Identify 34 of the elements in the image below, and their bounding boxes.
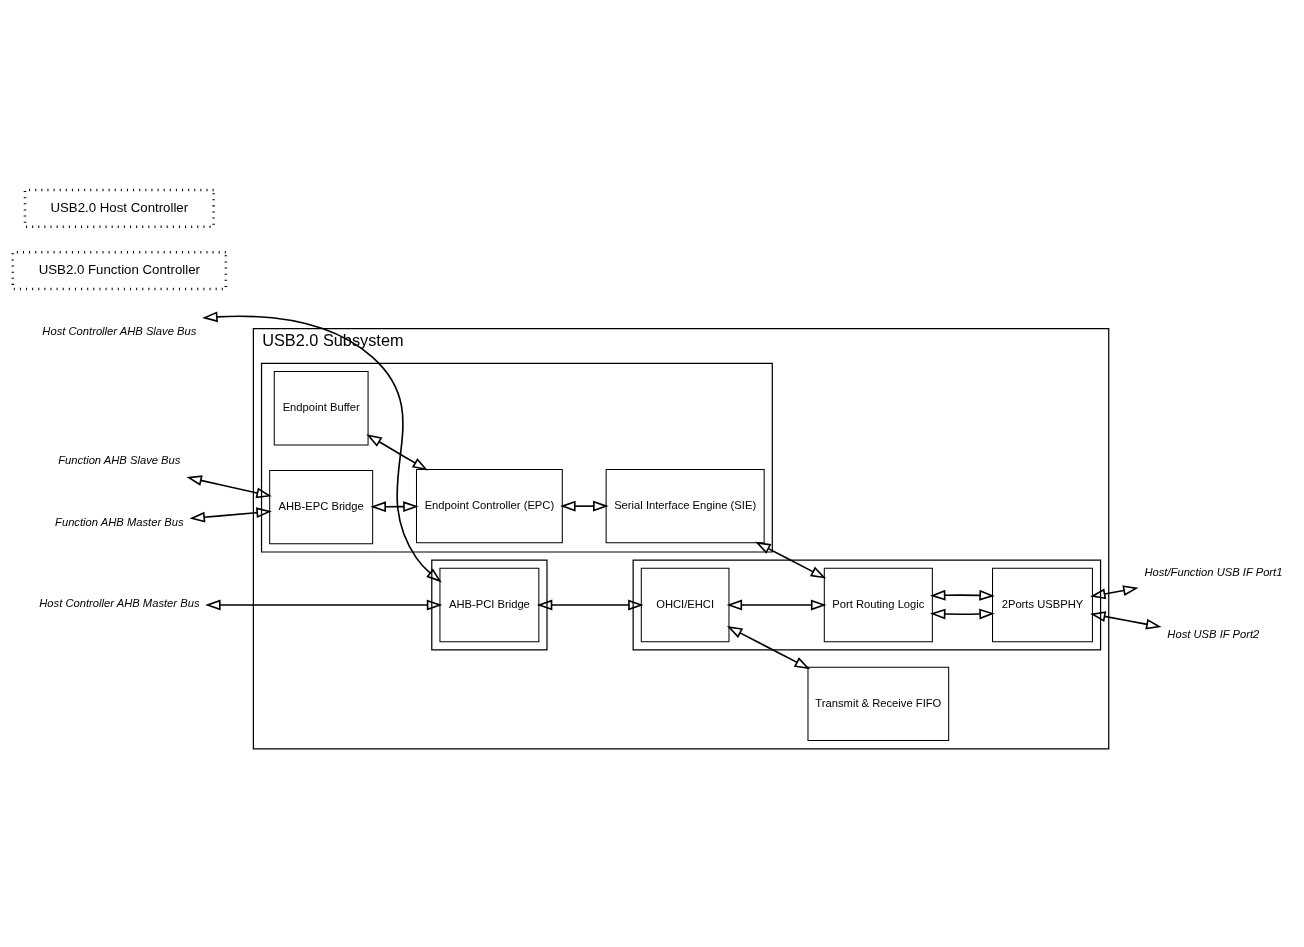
cluster <box>431 559 548 651</box>
node-text: Host Controller AHB Master Bus <box>39 596 200 609</box>
node-box: OHCI/EHCI <box>640 567 730 643</box>
arrow <box>929 589 995 601</box>
arrow <box>366 434 428 471</box>
node-text: Host Controller AHB Slave Bus <box>42 324 197 337</box>
node-box: 2Ports USBPHY <box>992 567 1093 643</box>
arrow <box>370 501 419 513</box>
node-box: USB2.0 Function Controller <box>11 251 228 291</box>
arrow <box>755 541 827 579</box>
arrow <box>205 599 443 611</box>
node-box: Serial Interface Engine (SIE) <box>605 468 765 544</box>
arrow <box>726 626 811 670</box>
arrow <box>536 599 644 611</box>
node-text: Function AHB Master Bus <box>55 516 184 529</box>
arrow <box>202 311 442 583</box>
node-box: Endpoint Controller (EPC) <box>416 468 563 544</box>
node-text: Function AHB Slave Bus <box>58 454 181 467</box>
arrow <box>1090 585 1139 600</box>
node-text: Host/Function USB IF Port1 <box>1144 566 1283 579</box>
arrow <box>560 500 609 512</box>
node-box: Endpoint Buffer <box>273 371 369 446</box>
node-text: Host USB IF Port2 <box>1167 628 1260 641</box>
arrow <box>929 608 995 620</box>
node-box: Port Routing Logic <box>823 567 933 643</box>
arrow <box>186 475 272 499</box>
node-box: AHB-PCI Bridge <box>439 567 540 643</box>
cluster <box>632 559 1102 651</box>
node-box: Transmit & Receive FIFO <box>807 666 950 742</box>
arrow <box>726 599 827 611</box>
arrow <box>189 507 272 523</box>
node-box: AHB-EPC Bridge <box>269 469 374 545</box>
arrow <box>1090 611 1162 630</box>
node-box: USB2.0 Host Controller <box>23 188 215 229</box>
